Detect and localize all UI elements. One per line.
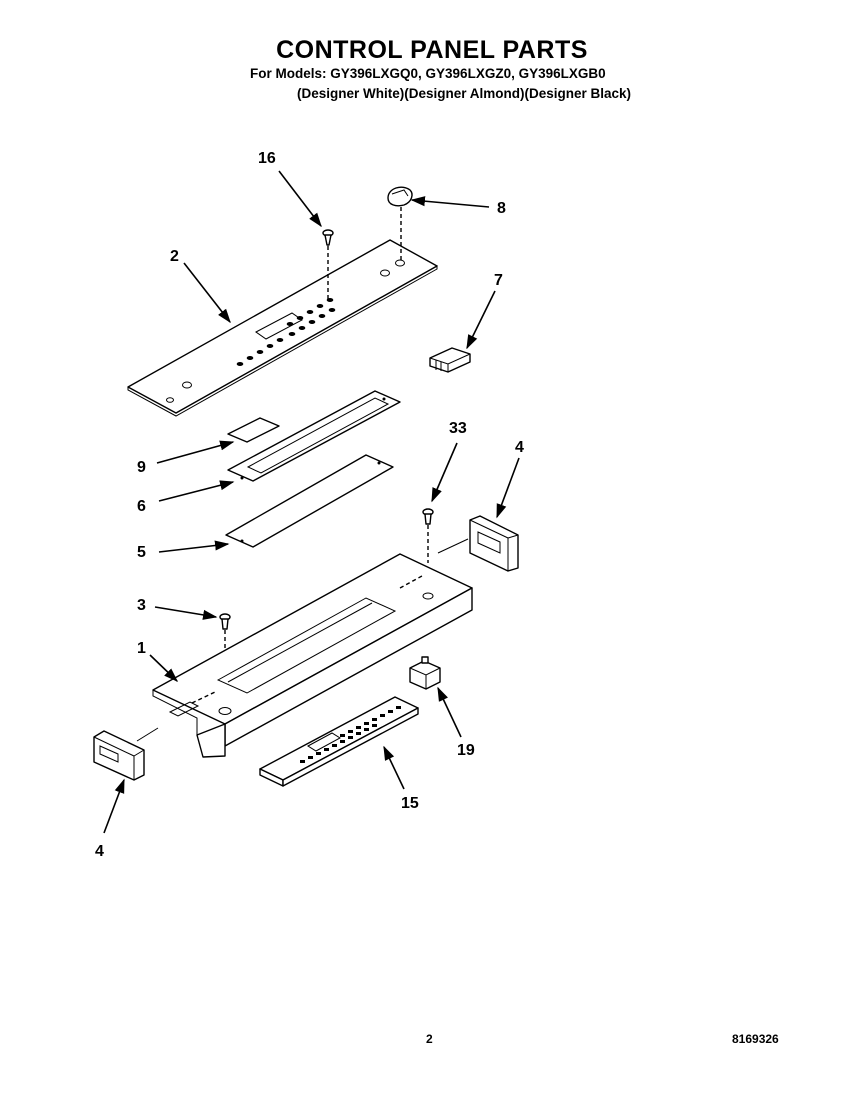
callout-6: 6 — [137, 498, 146, 515]
callout-2: 2 — [170, 248, 179, 265]
part-15-control-board — [259, 696, 419, 787]
part-16-screw — [322, 229, 334, 302]
part-9-label — [227, 417, 280, 443]
models-line: For Models: GY396LXGQ0, GY396LXGZ0, GY39… — [250, 66, 606, 81]
callout-33: 33 — [449, 420, 467, 437]
page-number: 2 — [426, 1032, 433, 1046]
callout-4-left: 4 — [95, 843, 104, 860]
callout-3: 3 — [137, 597, 146, 614]
callout-7: 7 — [494, 272, 503, 289]
colors-line: (Designer White)(Designer Almond)(Design… — [297, 86, 632, 101]
part-4-end-cap-right — [437, 515, 519, 572]
document-number: 8169326 — [732, 1032, 779, 1046]
part-33-screw — [422, 508, 434, 563]
part-4-end-cap-left — [93, 730, 145, 781]
part-7-bracket — [429, 347, 471, 373]
callout-5: 5 — [137, 544, 146, 561]
leader-lines — [103, 170, 520, 834]
callout-1: 1 — [137, 640, 146, 657]
page-title: CONTROL PANEL PARTS — [276, 36, 588, 64]
callout-labels: 16 8 2 7 9 6 33 4 5 3 1 19 15 4 — [95, 150, 524, 860]
callout-15: 15 — [401, 795, 419, 812]
callout-9: 9 — [137, 459, 146, 476]
callout-16: 16 — [258, 150, 276, 167]
callout-8: 8 — [497, 200, 506, 217]
part-6-overlay — [227, 390, 401, 482]
callout-4-right: 4 — [515, 439, 524, 456]
part-3-screw — [219, 613, 231, 712]
part-19-switch — [409, 656, 441, 690]
part-2-control-panel — [127, 239, 438, 417]
part-5-overlay — [225, 454, 394, 548]
callout-19: 19 — [457, 742, 475, 759]
part-1-console — [136, 553, 473, 758]
